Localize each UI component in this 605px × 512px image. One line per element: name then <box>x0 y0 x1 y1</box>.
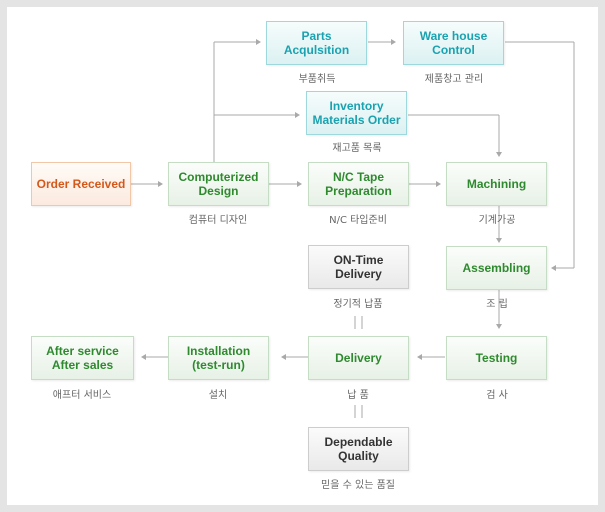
inventory-order-sub: 재고품 목록 <box>332 143 382 154</box>
installation-box: Installation (test-run) <box>168 336 269 380</box>
warehouse-control-box: Ware house Control <box>403 21 504 65</box>
nc-tape-sub: N/C 타입준비 <box>329 215 387 226</box>
assembling-sub: 조 립 <box>486 299 508 310</box>
ontime-delivery-box: ON-Time Delivery <box>308 245 409 289</box>
parts-acquisition-sub: 부품취득 <box>298 74 336 85</box>
installation-sub: 설치 <box>208 390 228 401</box>
machining-sub: 기계가공 <box>478 215 516 226</box>
dependable-quality-box: Dependable Quality <box>308 427 409 471</box>
parts-acquisition-box: Parts Acqulsition <box>266 21 367 65</box>
computerized-design-sub: 컴퓨터 디자인 <box>188 215 248 226</box>
testing-box: Testing <box>446 336 547 380</box>
assembling-box: Assembling <box>446 246 547 290</box>
after-service-sub: 애프터 서비스 <box>52 390 112 401</box>
delivery-sub: 납 품 <box>347 390 369 401</box>
warehouse-control-sub: 제품창고 관리 <box>424 74 484 85</box>
testing-sub: 검 사 <box>486 390 508 401</box>
ontime-delivery-sub: 정기적 납품 <box>333 299 383 310</box>
nc-tape-box: N/C Tape Preparation <box>308 162 409 206</box>
computerized-design-box: Computerized Design <box>168 162 269 206</box>
after-service-box: After service After sales <box>31 336 134 380</box>
delivery-box: Delivery <box>308 336 409 380</box>
order-received-box: Order Received <box>31 162 131 206</box>
inventory-order-box: Inventory Materials Order <box>306 91 407 135</box>
dependable-quality-sub: 믿을 수 있는 품질 <box>321 480 395 491</box>
machining-box: Machining <box>446 162 547 206</box>
